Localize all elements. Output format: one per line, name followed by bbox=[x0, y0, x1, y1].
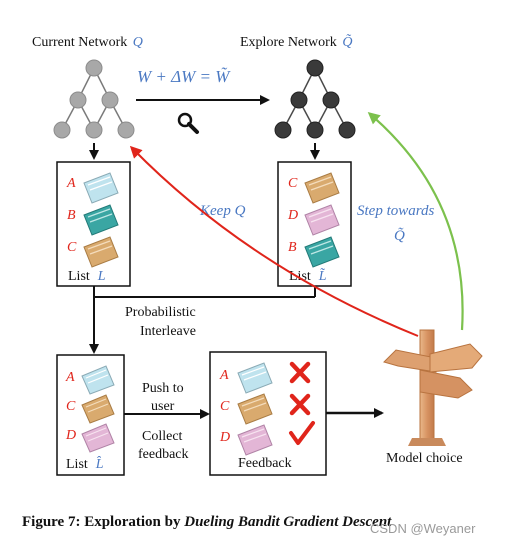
feedback-item-1-letter: A bbox=[219, 368, 229, 383]
document-icon bbox=[237, 424, 273, 456]
list-l-item-1-letter: A bbox=[66, 176, 76, 191]
document-icon bbox=[81, 365, 115, 395]
explore-network-title: Explore Network Q̃ bbox=[240, 34, 352, 50]
push-label-line2: user bbox=[151, 399, 175, 414]
feedback-label: Feedback bbox=[238, 456, 292, 471]
document-icon bbox=[83, 204, 119, 236]
collect-label-line1: Collect bbox=[142, 429, 183, 444]
list-ltilde-item-1-letter: C bbox=[288, 176, 298, 191]
interleave-label-line2: Interleave bbox=[140, 324, 196, 339]
feedback-item-3-letter: D bbox=[219, 430, 230, 445]
explore-network-tree bbox=[274, 59, 356, 139]
list-lhat-item-3-letter: D bbox=[65, 428, 76, 443]
step-towards-symbol: Q̃ bbox=[394, 227, 405, 244]
document-icon bbox=[81, 423, 115, 453]
list-lhat-item-2-letter: C bbox=[66, 399, 76, 414]
list-ltilde-item-2-letter: D bbox=[287, 208, 298, 223]
step-towards-label: Step towards bbox=[357, 203, 435, 219]
document-icon bbox=[237, 393, 273, 425]
current-network-title: Current Network Q bbox=[32, 35, 143, 50]
document-icon bbox=[304, 204, 340, 236]
interleave-connector bbox=[89, 286, 316, 354]
document-icon bbox=[83, 172, 119, 204]
signpost-icon bbox=[383, 329, 483, 446]
step-towards-arrow bbox=[367, 112, 464, 331]
document-icon bbox=[81, 394, 115, 424]
collect-label-line2: feedback bbox=[138, 447, 189, 462]
list-l-item-2-letter: B bbox=[67, 208, 76, 223]
list-lhat-item-1-letter: A bbox=[65, 370, 75, 385]
feedback-item-2-letter: C bbox=[220, 399, 230, 414]
interleave-label-line1: Probabilistic bbox=[125, 305, 196, 320]
cross-icon bbox=[289, 393, 311, 416]
document-icon bbox=[83, 236, 119, 268]
document-icon bbox=[304, 172, 340, 204]
push-label-line1: Push to bbox=[142, 381, 184, 396]
magnifier-icon bbox=[177, 112, 199, 134]
watermark: CSDN @Weyaner bbox=[370, 521, 476, 536]
update-formula: W + ΔW = W̃ bbox=[137, 67, 231, 86]
keep-q-label: Keep Q bbox=[199, 203, 246, 219]
model-choice-label: Model choice bbox=[386, 451, 463, 466]
list-l-item-3-letter: C bbox=[67, 240, 77, 255]
document-icon bbox=[304, 236, 340, 268]
check-icon bbox=[289, 421, 315, 445]
cross-icon bbox=[289, 361, 311, 384]
keep-q-arrow bbox=[129, 145, 419, 337]
figure-caption: Figure 7: Exploration by Dueling Bandit … bbox=[22, 514, 392, 530]
current-network-tree bbox=[53, 59, 135, 139]
list-ltilde-item-3-letter: B bbox=[288, 240, 297, 255]
document-icon bbox=[237, 362, 273, 394]
